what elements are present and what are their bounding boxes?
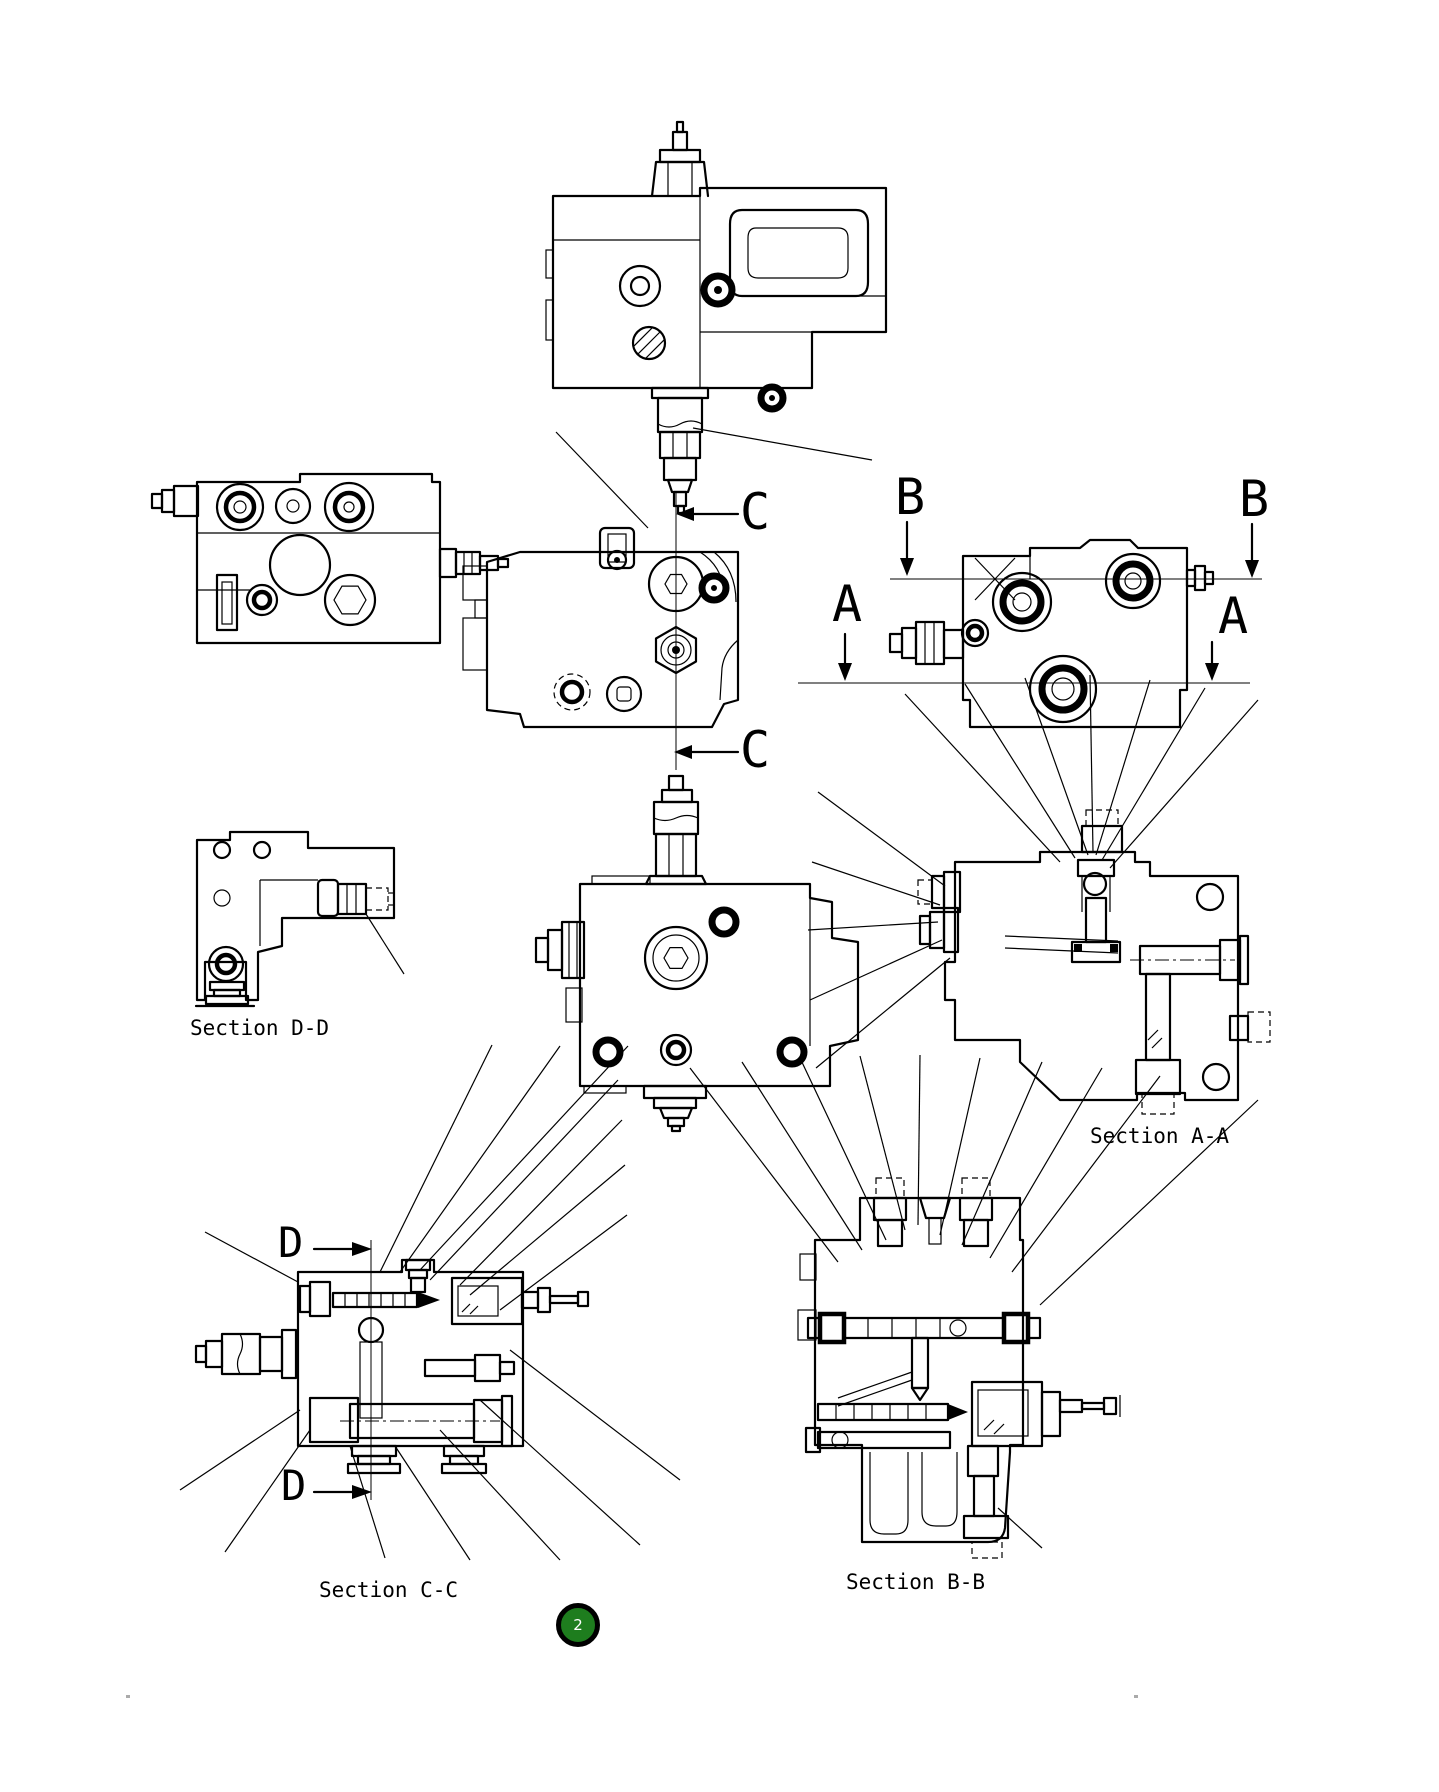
scan-speck-right xyxy=(1134,1695,1138,1698)
cut-marker-c-bottom: C xyxy=(740,721,771,779)
cut-marker-d-bottom: D xyxy=(281,1461,307,1510)
view-center-c-cut xyxy=(462,431,740,770)
label-section-cc: Section C-C xyxy=(319,1578,459,1602)
cut-marker-b-left: B xyxy=(895,468,926,526)
cut-marker-a-left: A xyxy=(832,575,863,633)
view-section-bb xyxy=(689,1054,1259,1559)
view-top-front xyxy=(545,120,888,515)
label-section-bb: Section B-B xyxy=(846,1570,986,1594)
view-section-aa xyxy=(807,674,1271,1115)
cut-marker-c-top: C xyxy=(740,483,771,541)
label-section-dd: Section D-D xyxy=(190,1016,330,1040)
label-section-aa: Section A-A xyxy=(1090,1124,1230,1148)
page-number-badge[interactable]: 2 xyxy=(556,1603,600,1647)
cut-marker-d-top: D xyxy=(278,1218,304,1267)
page-number-text: 2 xyxy=(573,1616,583,1634)
view-left-side xyxy=(150,472,510,645)
cut-marker-b-right: B xyxy=(1239,470,1270,528)
view-section-cc xyxy=(179,1044,681,1561)
scan-speck-left xyxy=(126,1695,130,1698)
view-section-dd xyxy=(194,830,405,1008)
view-right-side-ab-cut xyxy=(798,520,1262,729)
cut-marker-a-right: A xyxy=(1218,587,1249,645)
